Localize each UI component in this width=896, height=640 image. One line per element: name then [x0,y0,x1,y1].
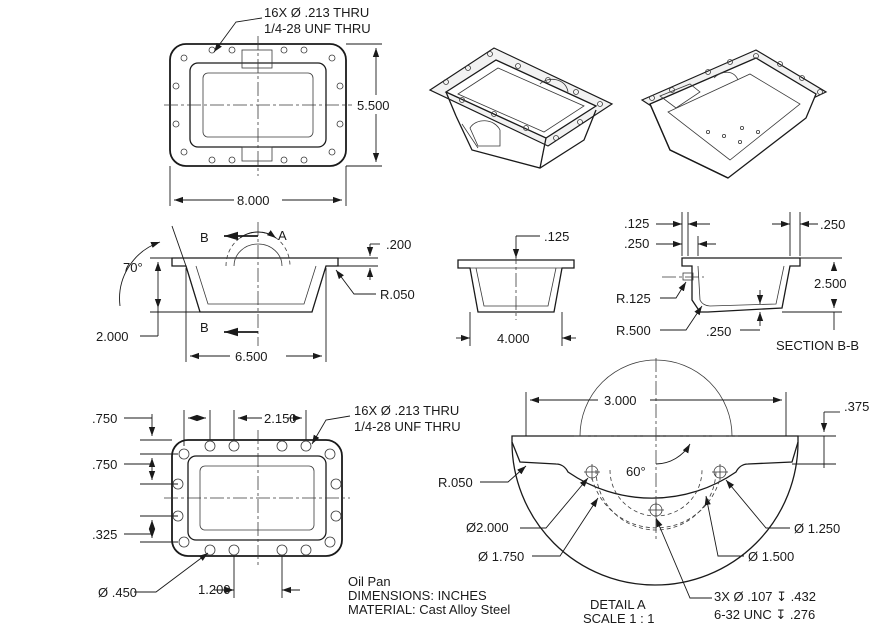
detail-d4: Ø 1.500 [748,549,794,564]
detail-letter: A [278,228,287,243]
side-view: .125 4.000 [456,229,576,346]
side-width-dim: 4.000 [497,331,530,346]
bottom-hole-note-line1: 16X Ø .213 THRU [354,403,459,418]
front-width-dim: 6.500 [235,349,268,364]
section-view: .125 .250 .250 2.500 SECTION B-B R.125 R… [616,212,859,353]
bottom-hole-dim: Ø .450 [98,585,137,600]
detail-depth-dim: .375 [844,399,869,414]
detail-angle-dim: 60° [626,464,646,479]
section-height-dim: 2.500 [814,276,847,291]
front-flange-dim: .200 [386,237,411,252]
bottom-dim-c: .325 [92,527,117,542]
title-part-name: Oil Pan [348,574,391,589]
top-view-bolt-holes [172,46,344,164]
detail-hole-note-line1: 3X Ø .107 ↧ .432 [714,589,816,604]
section-t3-dim: .250 [820,217,845,232]
detail-d3: Ø 1.250 [794,521,840,536]
section-letter-bottom: B [200,320,209,335]
bottom-hole-note-line2: 1/4-28 UNF THRU [354,419,461,434]
section-r-inner: R.125 [616,291,651,306]
top-view: 16X Ø .213 THRU 1/4-28 UNF THRU 5.500 8.… [164,5,390,208]
bottom-view: 2.150 .750 .750 .325 Ø .450 1.200 16X Ø … [92,403,461,600]
side-flange-dim: .125 [544,229,569,244]
front-angle-dim: 70° [123,260,143,275]
top-hole-note-line1: 16X Ø .213 THRU [264,5,369,20]
title-units: DIMENSIONS: INCHES [348,588,487,603]
detail-d1: Ø2.000 [466,520,509,535]
top-height-dim: 5.500 [357,98,390,113]
top-width-dim: 8.000 [237,193,270,208]
detail-width-dim: 3.000 [604,393,637,408]
detail-title: DETAIL A [590,597,646,612]
bottom-dim-a: .750 [92,411,117,426]
top-hole-note-line2: 1/4-28 UNF THRU [264,21,371,36]
bottom-top-span-dim: 2.150 [264,411,297,426]
section-wall-dim: .250 [706,324,731,339]
detail-radius-dim: R.050 [438,475,473,490]
section-letter-top: B [200,230,209,245]
title-material: MATERIAL: Cast Alloy Steel [348,602,510,617]
section-t1-dim: .125 [624,216,649,231]
bottom-view-bolt-holes [172,440,342,556]
iso-view-top [428,47,614,169]
iso2-bolts [649,53,823,144]
section-label: SECTION B-B [776,338,859,353]
detail-view: 3.000 .375 R.050 60° Ø2.000 Ø 1.750 Ø 1.… [438,358,869,626]
detail-holes [584,464,728,518]
bottom-span-dim: 1.200 [198,582,231,597]
iso1-bolts [443,51,603,141]
iso-view-bottom [640,49,828,179]
bottom-dim-b: .750 [92,457,117,472]
title-block: Oil Pan DIMENSIONS: INCHES MATERIAL: Cas… [348,574,510,617]
section-t2-dim: .250 [624,236,649,251]
front-height-dim: 2.000 [96,329,129,344]
section-r-outer: R.500 [616,323,651,338]
detail-hole-note-line2: 6-32 UNC ↧ .276 [714,607,815,622]
detail-d2: Ø 1.750 [478,549,524,564]
front-radius-dim: R.050 [380,287,415,302]
front-view: B B A 70° 2.000 6.500 .200 R.050 [96,222,415,364]
detail-scale: SCALE 1 : 1 [583,611,655,626]
